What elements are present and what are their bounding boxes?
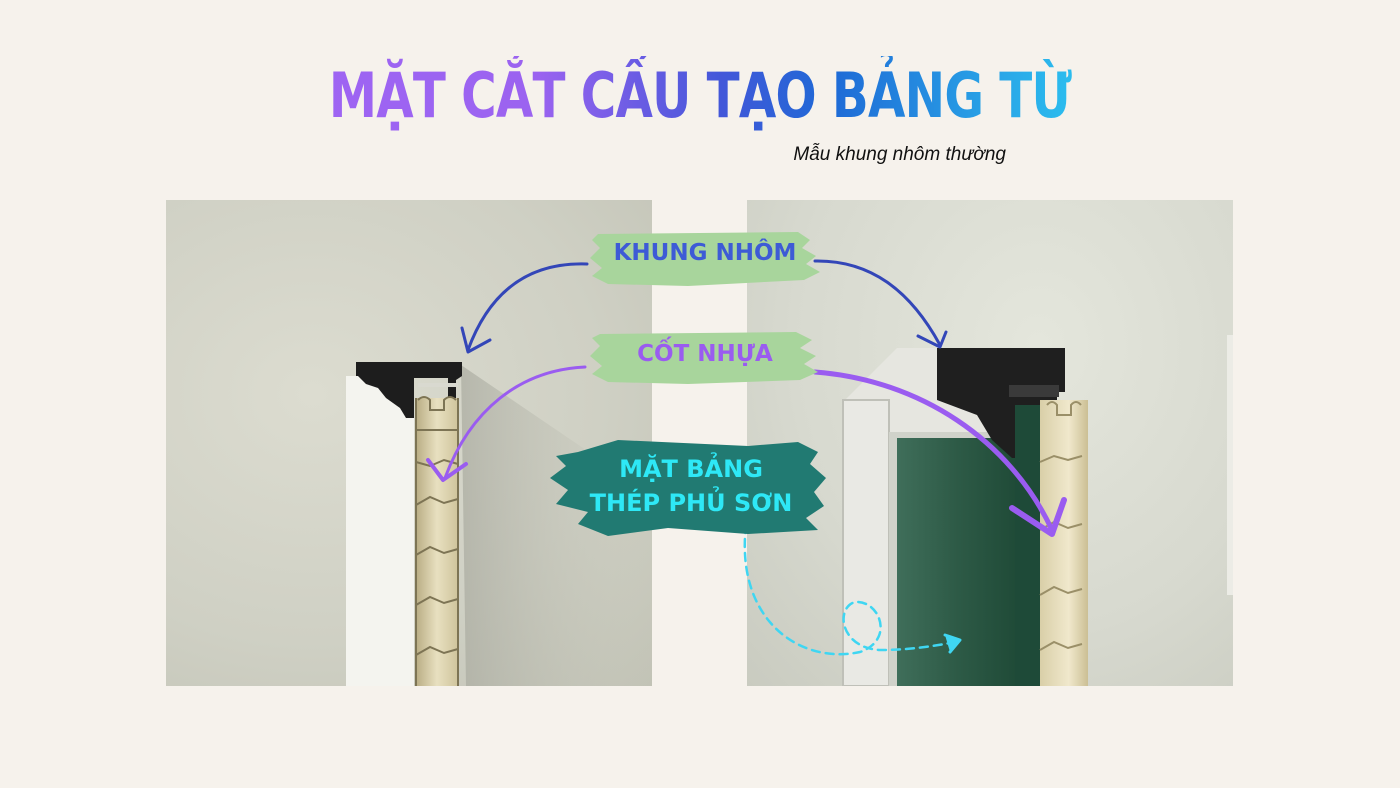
surface-label-line1: MẶT BẢNG (619, 455, 763, 483)
core-label: CỐT NHỰA (637, 341, 773, 367)
surface-label-line2: THÉP PHỦ SƠN (589, 489, 793, 517)
surface-label-brush (550, 440, 826, 536)
frame-label: KHUNG NHÔM (613, 240, 797, 266)
page-title: MẶT CẮT CẤU TẠO BẢNG TỪ (154, 56, 1246, 136)
frame-label-brush (590, 232, 820, 286)
surface-label: MẶT BẢNG THÉP PHỦ SƠN (556, 452, 826, 520)
page-subtitle: Mẫu khung nhôm thường (793, 144, 1006, 165)
core-label-brush (590, 332, 818, 384)
